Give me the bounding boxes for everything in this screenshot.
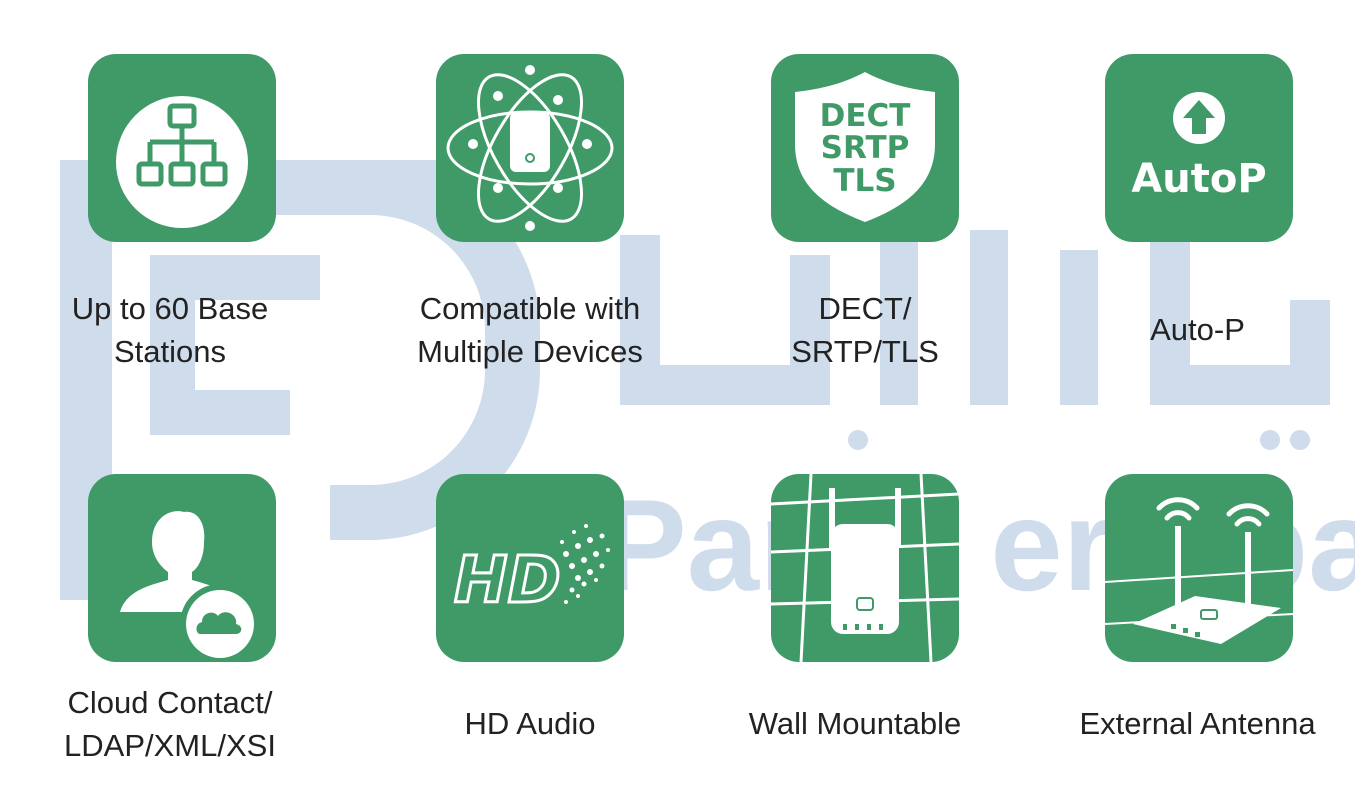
feature-tile-compatible-devices [436, 54, 624, 242]
security-shield-icon: DECT SRTP TLS [795, 72, 935, 222]
svg-text:DECT: DECT [820, 98, 911, 134]
caption-security: DECT/SRTP/TLS [791, 291, 939, 369]
feature-tile-base-stations [88, 54, 276, 242]
cloud-contact-icon [120, 511, 260, 662]
svg-text:SRTP: SRTP [821, 130, 910, 166]
caption-wall-mount: Wall Mountable [748, 706, 962, 741]
svg-text:TLS: TLS [833, 163, 896, 199]
external-antenna-icon [1105, 497, 1293, 644]
svg-text:HD: HD [454, 544, 561, 618]
atom-devices-icon [446, 65, 614, 231]
caption-cloud-contact: Cloud Contact/LDAP/XML/XSI [64, 685, 276, 763]
feature-tile-wall-mount [771, 474, 959, 662]
feature-tile-hd-audio: HD [436, 474, 624, 662]
wall-mount-icon [771, 474, 959, 662]
hd-audio-icon: HD [453, 524, 610, 620]
feature-tile-external-antenna [1105, 474, 1293, 662]
caption-hd-audio: HD Audio [464, 706, 596, 741]
feature-tile-auto-provision: AutoP [1105, 54, 1293, 242]
feature-tile-security: DECT SRTP TLS [771, 54, 959, 242]
caption-external-antenna: External Antenna [1079, 706, 1316, 741]
network-tree-icon [116, 96, 248, 228]
svg-text:AutoP: AutoP [1131, 156, 1266, 202]
auto-provision-icon: AutoP [1131, 92, 1267, 202]
feature-tile-cloud-contact [88, 474, 276, 662]
caption-auto-provision: Auto-P [1150, 312, 1245, 347]
